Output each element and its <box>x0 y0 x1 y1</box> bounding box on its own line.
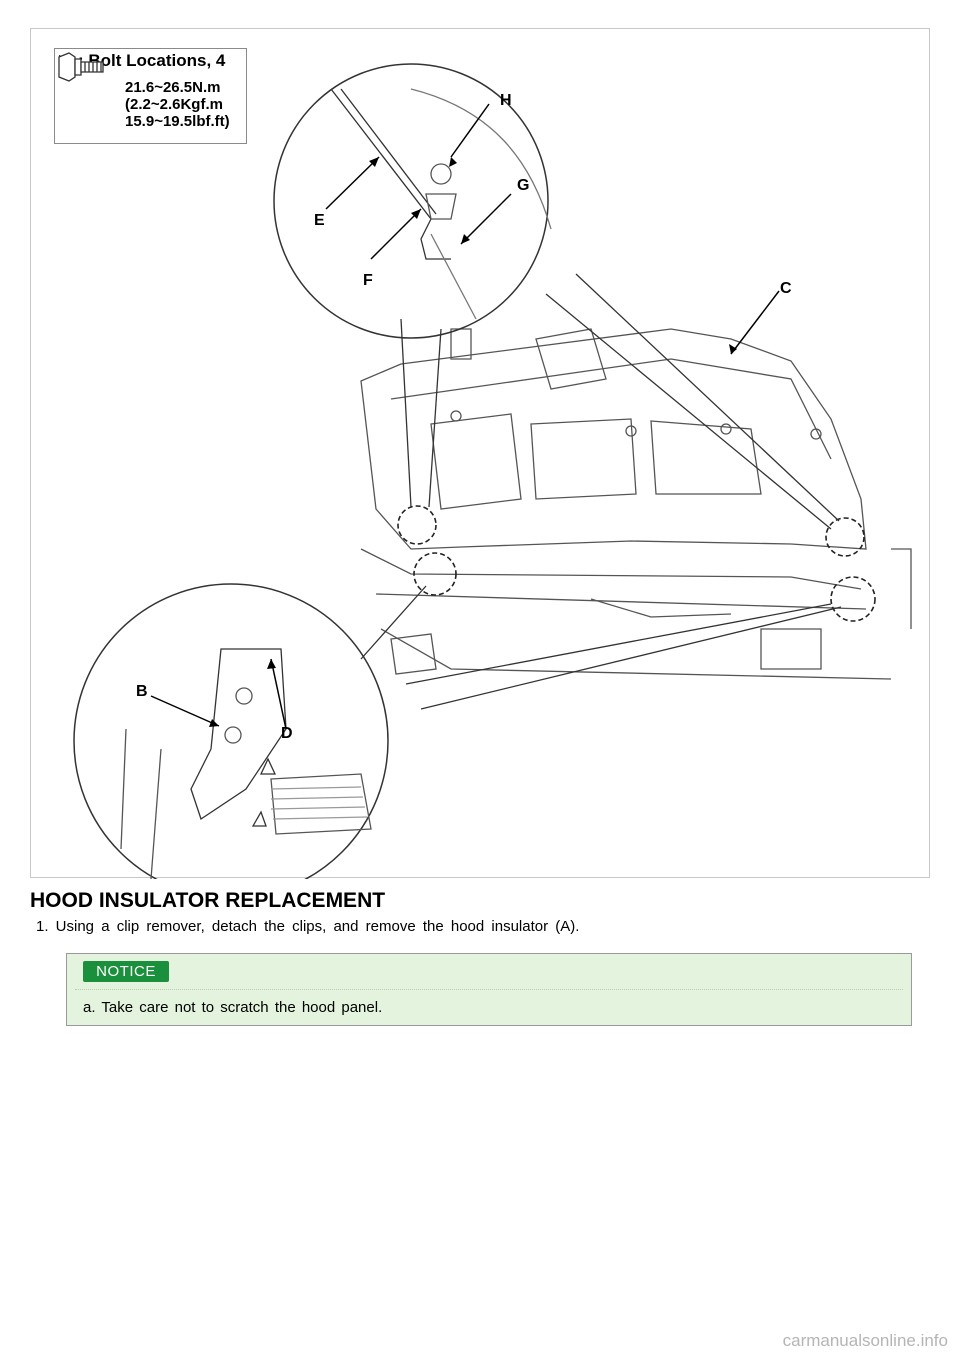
callout-f: F <box>363 272 373 289</box>
figure-frame: : Bolt Locations, 4 21.6~26.5N.m (2.2~2.… <box>30 28 930 879</box>
bolt-spec-box: : Bolt Locations, 4 21.6~26.5N.m (2.2~2.… <box>54 48 247 144</box>
notice-divider <box>75 989 903 990</box>
notice-box: NOTICE a. Take care not to scratch the h… <box>66 953 912 1026</box>
callout-c: C <box>780 280 792 297</box>
callout-b: B <box>136 683 148 700</box>
notice-badge: NOTICE <box>83 961 169 982</box>
spec-values: 21.6~26.5N.m (2.2~2.6Kgf.m 15.9~19.5lbf.… <box>125 79 230 130</box>
callout-h: H <box>500 92 512 109</box>
highlight-ring-2 <box>413 552 457 596</box>
highlight-ring-3 <box>825 517 865 557</box>
highlight-ring-4 <box>830 576 876 622</box>
notice-item: a. Take care not to scratch the hood pan… <box>83 999 383 1016</box>
callout-d: D <box>281 725 293 742</box>
torque-kgf: (2.2~2.6Kgf.m <box>125 96 223 113</box>
hood-illustration <box>73 63 912 879</box>
detail-circle-upper <box>273 63 549 339</box>
highlight-ring-1 <box>397 505 437 545</box>
torque-nm: 21.6~26.5N.m <box>125 79 221 96</box>
bolt-icon <box>58 52 104 82</box>
watermark: carmanualsonline.info <box>782 1331 948 1350</box>
callout-e: E <box>314 212 325 229</box>
section-title: HOOD INSULATOR REPLACEMENT <box>30 889 386 912</box>
hood-outline <box>360 328 867 550</box>
detail-circle-lower <box>73 583 389 879</box>
callout-g: G <box>517 177 530 194</box>
torque-lbf: 15.9~19.5lbf.ft) <box>125 113 230 130</box>
step-1: 1. Using a clip remover, detach the clip… <box>36 918 580 935</box>
spec-title-text: : Bolt Locations, 4 <box>78 51 226 70</box>
